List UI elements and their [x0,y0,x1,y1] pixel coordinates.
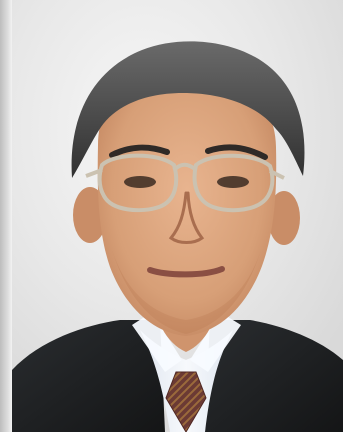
nose [168,191,205,244]
jaw-shadow [112,250,261,334]
suit-left [12,320,165,432]
eyebrow-right [205,144,268,160]
eyebrow-left [109,144,170,158]
collar-left [132,312,182,372]
glasses-temple-left [85,168,103,178]
eye-left [124,176,156,188]
glasses-right-lens [192,153,275,213]
glasses-left-lens [97,153,179,213]
photo-border-left [0,0,12,432]
mouth [147,266,225,278]
ear-right [268,191,300,245]
glasses-bridge [172,162,198,172]
suit-right [205,320,343,432]
glasses [85,153,285,213]
tie [165,371,207,432]
ear-left [73,187,107,243]
eye-right [217,176,249,188]
glasses-temple-right [269,169,285,180]
face [97,70,277,336]
collar-right [190,312,241,372]
hair [71,41,305,179]
